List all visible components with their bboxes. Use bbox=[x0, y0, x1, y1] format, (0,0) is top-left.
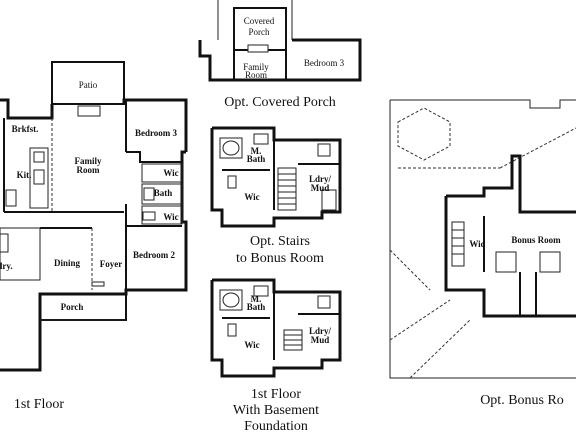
room-label-ldry: Ldry/ bbox=[309, 174, 332, 184]
room-label-foyer: Foyer bbox=[100, 259, 123, 269]
roof-outline bbox=[390, 99, 576, 109]
caption-opt-bonus-room: Opt. Bonus Ro bbox=[480, 393, 564, 408]
caption-basement-3: Foundation bbox=[244, 419, 308, 432]
room-label-bedroom-2: Bedroom 2 bbox=[133, 250, 176, 260]
room-label-family-1: Family bbox=[243, 62, 269, 72]
room-label-dining: Dining bbox=[54, 258, 81, 268]
room-label-ldry: Ldry/ bbox=[309, 326, 332, 336]
room-label-patio: Patio bbox=[79, 80, 98, 90]
toilet bbox=[227, 323, 237, 337]
bonus-stairs bbox=[451, 221, 465, 267]
room-label-wic: Wic bbox=[244, 192, 259, 202]
room-label-mud: Mud bbox=[311, 183, 330, 193]
washer bbox=[317, 295, 331, 309]
room-label-bedroom-3: Bedroom 3 bbox=[135, 128, 178, 138]
toilet bbox=[143, 187, 155, 201]
bath-outline bbox=[141, 183, 183, 205]
tub-basin bbox=[222, 140, 240, 156]
room-label-porch: Porch bbox=[61, 302, 84, 312]
room-label-bath: Bath bbox=[154, 188, 173, 198]
stair-treads bbox=[452, 229, 464, 255]
refrigerator bbox=[5, 189, 17, 207]
sink bbox=[33, 169, 45, 185]
room-label-brkfst: Brkfst. bbox=[12, 124, 39, 134]
room-label-covered-2: Porch bbox=[249, 27, 270, 37]
range bbox=[33, 151, 45, 163]
exterior-wall bbox=[0, 98, 54, 120]
toilet bbox=[227, 175, 237, 189]
fireplace bbox=[247, 44, 269, 53]
vanity bbox=[253, 285, 269, 297]
opt-stairs-plan: M. Bath Wic Ldry/ Mud bbox=[210, 126, 342, 228]
room-label-kit: Kit. bbox=[17, 170, 32, 180]
exterior-wall bbox=[198, 38, 362, 82]
exterior-wall bbox=[122, 98, 188, 152]
room-label-wic-lower: Wic bbox=[163, 212, 178, 222]
tub bbox=[219, 137, 243, 159]
room-label-m-bath-1: M. bbox=[251, 294, 262, 304]
opt-covered-porch-plan: Covered Porch Family Room Bedroom 3 bbox=[198, 0, 362, 82]
caption-basement-2: With Basement bbox=[233, 403, 319, 418]
room-label-m-bath-2: Bath bbox=[247, 154, 266, 164]
stairs bbox=[277, 167, 297, 211]
room-label-covered-1: Covered bbox=[244, 16, 275, 26]
mud-bench bbox=[321, 189, 337, 211]
caption-first-floor: 1st Floor bbox=[14, 397, 65, 412]
room-label-m-bath-1: M. bbox=[251, 146, 262, 156]
roof-valley bbox=[389, 249, 431, 291]
stair-treads bbox=[284, 334, 302, 346]
wic-outline bbox=[141, 205, 183, 225]
kitchen-counter bbox=[29, 147, 49, 209]
bonus-exterior-wall bbox=[444, 196, 576, 318]
vanity bbox=[253, 133, 269, 145]
fireplace bbox=[77, 105, 101, 117]
bonus-exterior-wall bbox=[446, 154, 576, 214]
patio-outline bbox=[51, 61, 125, 105]
laundry-stairs bbox=[0, 233, 9, 253]
room-label-bonus-room: Bonus Room bbox=[511, 235, 561, 245]
room-label-family-2: Room bbox=[245, 70, 267, 80]
first-floor-plan: Patio Brkfst. Kit. Family Room Bedroom 3… bbox=[0, 61, 188, 372]
roof-hip bbox=[397, 107, 451, 161]
tub-basin bbox=[222, 292, 240, 308]
opt-bonus-room-plan: Wic Bonus Room bbox=[389, 99, 576, 379]
front-door bbox=[91, 281, 105, 287]
roof-valley bbox=[389, 299, 451, 341]
roof-valley bbox=[499, 127, 576, 169]
interior-wall bbox=[126, 151, 182, 163]
stair-treads bbox=[278, 173, 296, 205]
bonus-closet bbox=[539, 251, 561, 273]
tub bbox=[219, 289, 243, 311]
room-label-wic-upper: Wic bbox=[163, 168, 178, 178]
room-label-family-2: Room bbox=[77, 165, 100, 175]
water-heater bbox=[142, 211, 156, 221]
caption-opt-stairs-2: to Bonus Room bbox=[236, 251, 324, 266]
room-label-mud: Mud bbox=[311, 335, 330, 345]
room-label-m-bath-2: Bath bbox=[247, 302, 266, 312]
caption-opt-covered-porch: Opt. Covered Porch bbox=[224, 95, 336, 110]
wic-outline bbox=[141, 163, 183, 183]
exterior-wall bbox=[0, 150, 188, 372]
caption-opt-stairs-1: Opt. Stairs bbox=[250, 234, 310, 249]
laundry-outline bbox=[0, 227, 41, 281]
room-label-wic: Wic bbox=[244, 340, 259, 350]
room-label-bedroom-3: Bedroom 3 bbox=[304, 58, 345, 68]
washer bbox=[317, 143, 331, 157]
room-label-family-1: Family bbox=[75, 156, 102, 166]
room-label-laundry: dry. bbox=[0, 261, 13, 271]
caption-basement-1: 1st Floor bbox=[251, 387, 302, 402]
basement-foundation-plan: M. Bath Wic Ldry/ Mud bbox=[210, 278, 342, 378]
roof-outline bbox=[389, 100, 576, 379]
room-label-wic: Wic bbox=[469, 239, 484, 249]
bonus-closet bbox=[495, 251, 517, 273]
roof-valley bbox=[409, 319, 471, 379]
